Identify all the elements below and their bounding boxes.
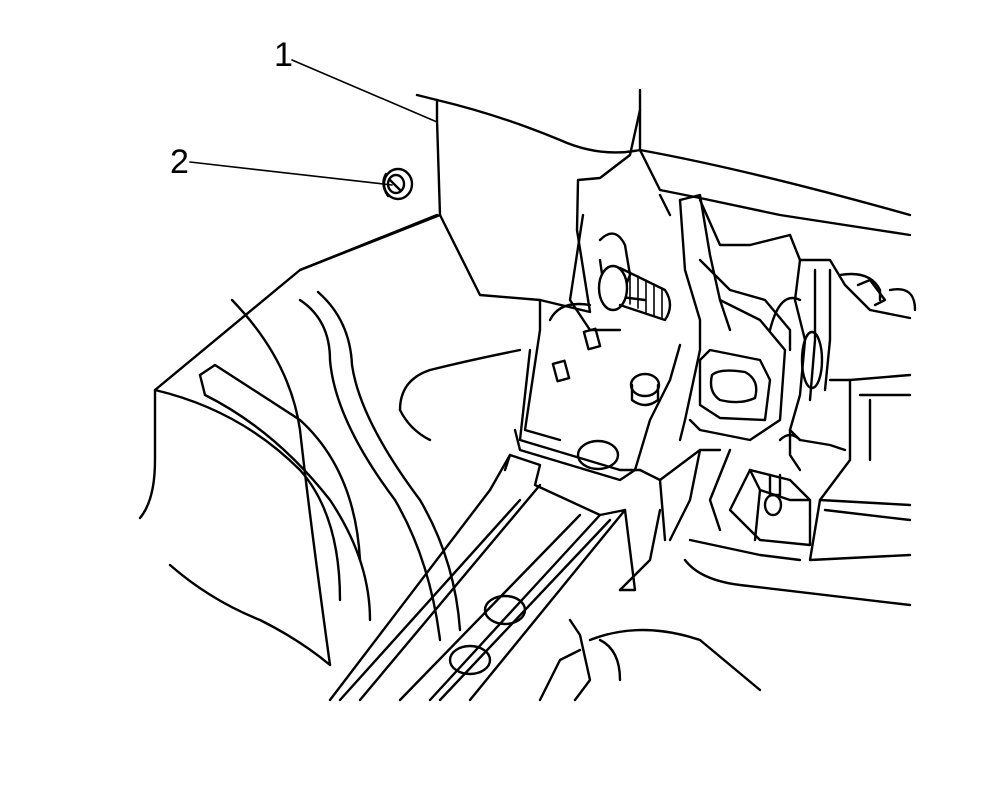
- callout-2-leader: [189, 161, 393, 186]
- callout-2-label: 2: [170, 143, 189, 181]
- retainer-item-2: [382, 167, 414, 201]
- trim-panel-item-1: [298, 88, 912, 314]
- rail-holes: [448, 439, 620, 676]
- callout-1-label: 1: [274, 36, 293, 74]
- floor-panel: [138, 213, 522, 667]
- right-side-assembly: [568, 196, 917, 702]
- callout-1-leader: [291, 59, 438, 123]
- mounting-bracket: [513, 213, 682, 482]
- strap-bracket: [678, 193, 792, 442]
- floor-edges: [538, 638, 622, 702]
- small-studs: [551, 327, 661, 407]
- rail-channel: [328, 448, 732, 702]
- slotted-block: [698, 348, 772, 422]
- threaded-stud: [597, 264, 672, 322]
